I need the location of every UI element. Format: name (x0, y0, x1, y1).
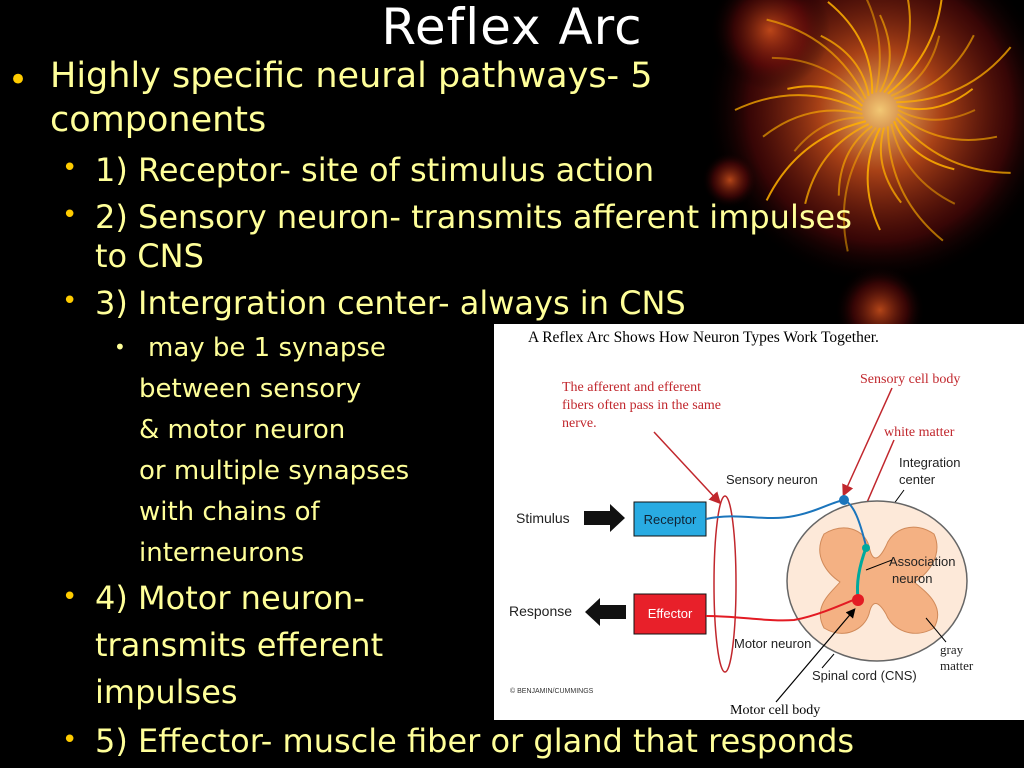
label-sensory-neuron: Sensory neuron (726, 472, 818, 487)
fiber-note-line-2: fibers often pass in the same (562, 398, 721, 413)
diagram-title: A Reflex Arc Shows How Neuron Types Work… (528, 329, 879, 346)
spinal-cord-pointer (821, 653, 835, 669)
copyright-label: © BENJAMIN/CUMMINGS (510, 687, 594, 695)
note-line-6: interneurons (139, 538, 305, 568)
bullet-marker: • (62, 582, 78, 612)
effector-box (633, 593, 707, 635)
fiber-note: The afferent and efferent fibers often p… (562, 380, 721, 431)
firework-glow-top (710, 0, 830, 90)
nerve-outline (713, 495, 737, 673)
reflex-arc-diagram: A Reflex Arc Shows How Neuron Types Work… (494, 324, 1024, 720)
firework-ray (762, 109, 863, 138)
firework-ray (879, 14, 891, 93)
sensory-neuron-path (705, 498, 867, 547)
receptor-box (633, 501, 707, 537)
firework-ray (787, 85, 864, 107)
firework-ray (865, 0, 881, 93)
association-neuron-body (862, 544, 870, 552)
firework-ray (887, 0, 943, 95)
fiber-note-line-3: nerve. (562, 416, 597, 431)
association-neuron-path (856, 547, 868, 599)
label-motor-cell-body: Motor cell body (730, 703, 820, 718)
label-white-matter: white matter (884, 425, 955, 440)
firework-ray (895, 117, 1011, 174)
item-motor-line-3: impulses (95, 673, 238, 711)
note-line-5: with chains of (139, 497, 320, 527)
label-integration-center-2: center (899, 472, 936, 487)
bullet-marker: • (8, 60, 29, 100)
firework-ray (765, 120, 867, 201)
firework-ray (886, 126, 944, 242)
firework-ray (897, 88, 974, 111)
firework-ray (866, 127, 881, 231)
main-bullet-line-1: Highly specific neural pathways- 5 (50, 56, 653, 96)
firework-ray (804, 123, 870, 205)
label-receptor: Receptor (644, 512, 697, 527)
firework-glow-small (702, 152, 758, 208)
firework-ray (793, 116, 864, 152)
bullet-marker: • (62, 153, 78, 183)
item-motor-line-2: transmits efferent (95, 626, 384, 664)
firework-ray (890, 123, 956, 205)
label-response: Response (509, 603, 572, 619)
fiber-note-line-1: The afferent and efferent (562, 380, 701, 395)
association-neuron-pointer (865, 559, 893, 571)
bullet-marker: • (62, 200, 78, 230)
label-association-neuron-2: neuron (892, 571, 932, 586)
bullet-marker: • (62, 725, 78, 755)
stimulus-arrow (584, 504, 625, 532)
firework-ray (879, 127, 902, 204)
firework-ray (893, 34, 975, 100)
bullet-marker: • (114, 335, 126, 359)
motor-cell-body-pointer (775, 608, 856, 703)
note-line-3: & motor neuron (139, 415, 346, 445)
item-motor-line-1: 4) Motor neuron- (95, 579, 365, 617)
firework-ray (897, 109, 976, 121)
firework-ray (842, 126, 877, 252)
diagram-svg: A Reflex Arc Shows How Neuron Types Work… (509, 329, 974, 718)
fiber-note-pointer (653, 431, 722, 505)
sensory-cell-body-pointer (842, 387, 893, 497)
label-association-neuron-1: Association (889, 554, 955, 569)
firework-ray (837, 125, 873, 196)
firework-ray (766, 18, 867, 100)
label-gray-matter-1: gray (940, 642, 964, 657)
item-sensory-line-1: 2) Sensory neuron- transmits afferent im… (95, 198, 852, 236)
bullet-marker: • (62, 286, 78, 316)
item-effector: 5) Effector- muscle fiber or gland that … (95, 722, 855, 760)
firework-ray (893, 120, 955, 171)
label-spinal-cord: Spinal cord (CNS) (812, 668, 917, 683)
label-gray-matter-2: matter (940, 658, 974, 673)
label-stimulus: Stimulus (516, 510, 570, 526)
main-bullet-line-2: components (50, 100, 267, 140)
firework-ray (734, 94, 863, 111)
firework-ray (896, 113, 998, 141)
response-arrow (585, 598, 626, 626)
slide-title: Reflex Arc (381, 0, 643, 56)
label-integration-center-1: Integration (899, 455, 960, 470)
firework-ray (827, 1, 874, 94)
item-receptor: 1) Receptor- site of stimulus action (95, 151, 655, 189)
firework-ray (771, 56, 865, 103)
firework-ray (883, 0, 911, 94)
motor-neuron-path (705, 597, 859, 622)
firework-ray (896, 46, 1012, 104)
gray-matter-pointer (925, 617, 947, 643)
item-integration: 3) Intergration center- always in CNS (95, 284, 686, 322)
label-sensory-cell-body: Sensory cell body (860, 372, 960, 387)
firework-burst (734, 0, 1012, 252)
firework-ray (890, 35, 941, 97)
firework-ray (820, 34, 870, 97)
motor-cell-body (852, 594, 864, 606)
note-line-2: between sensory (139, 374, 362, 404)
note-line-1: may be 1 synapse (148, 333, 386, 363)
sensory-cell-body (839, 495, 849, 505)
label-motor-neuron: Motor neuron (734, 636, 811, 651)
note-line-4: or multiple synapses (139, 456, 410, 486)
item-sensory-line-2: to CNS (95, 237, 204, 275)
label-effector: Effector (648, 606, 693, 621)
